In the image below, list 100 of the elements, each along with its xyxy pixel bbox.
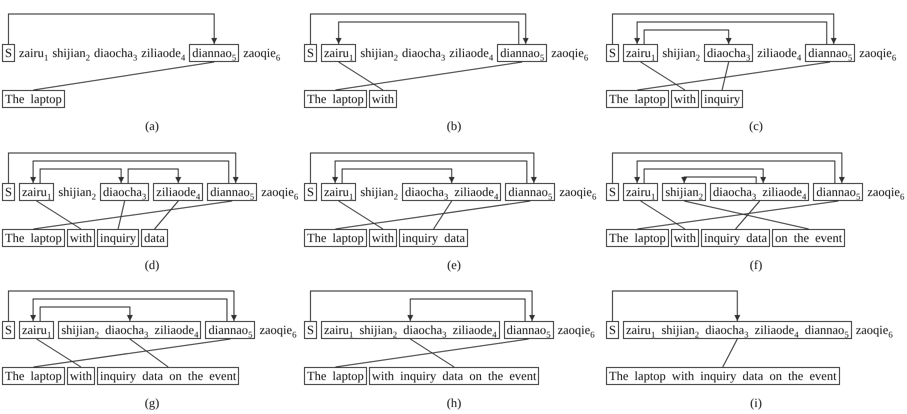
arrow: [336, 22, 520, 44]
word-box: diannao$_{5}$: [207, 183, 258, 201]
panel-caption: (h): [446, 396, 462, 410]
phrase-box: The laptop: [2, 229, 65, 247]
word-box: shijian$_{2}$: [662, 183, 706, 201]
arrow: [634, 160, 836, 184]
panel-caption: (g): [144, 396, 160, 410]
phrase-box: with: [368, 90, 398, 108]
phrase-box: The laptop: [304, 367, 367, 385]
word-label: zaoqie$_{6}$: [259, 322, 296, 338]
word-box: S: [304, 183, 317, 201]
word-box: S: [2, 183, 15, 201]
word-box: diaocha$_{3}$ ziliaode$_{4}$: [710, 183, 810, 201]
word-box: shijian$_{2}$ diaocha$_{3}$ ziliaode$_{4}$: [58, 321, 202, 339]
word-box: zairu$_{1}$: [320, 183, 356, 201]
word-box: zairu$_{1}$: [622, 44, 658, 62]
arrow: [310, 290, 536, 322]
arrow: [612, 152, 845, 184]
word-label: zaoqie$_{6}$: [551, 45, 588, 61]
word-box: S: [304, 44, 317, 62]
phrase-box: with: [670, 229, 700, 247]
phrase-box: with: [670, 90, 700, 108]
panel-caption: (b): [446, 119, 462, 133]
word-box: zairu$_{1}$: [320, 44, 356, 62]
phrase-box: The laptop: [606, 90, 669, 108]
alignment-line: [129, 338, 169, 368]
phrase-box: inquiry data: [399, 229, 468, 247]
word-label: shijian$_{2}$: [58, 184, 96, 200]
arrow: [40, 306, 133, 322]
word-box: diannao$_{5}$: [505, 183, 556, 201]
arrow: [407, 298, 526, 322]
alignment-line: [338, 62, 384, 90]
word-label: shijian$_{2}$: [662, 45, 700, 61]
phrase-box: The laptop: [2, 90, 65, 108]
panel-caption: (e): [447, 258, 461, 272]
word-box: diannao$_{5}$: [497, 44, 548, 62]
word-box: diannao$_{5}$: [189, 44, 240, 62]
word-label: shijian$_{2}$: [360, 184, 398, 200]
arrow: [128, 168, 182, 184]
alignment-line: [684, 200, 810, 230]
alignment-line: [154, 200, 179, 230]
arrow: [644, 30, 732, 44]
word-label: diaocha$_{3}$: [94, 45, 138, 61]
word-label: zaoqie$_{6}$: [856, 322, 893, 338]
phrase-box: The laptop: [304, 229, 367, 247]
phrase-box: with: [66, 367, 96, 385]
phrase-box: on the event: [772, 229, 846, 247]
panel-caption: (d): [144, 258, 160, 272]
arrow: [30, 298, 228, 322]
arrow: [310, 14, 529, 44]
word-label: zairu$_{1}$: [18, 45, 48, 61]
alignment-line: [334, 200, 531, 230]
word-box: diannao$_{5}$: [805, 44, 856, 62]
arrow: [8, 152, 239, 184]
alignment-line: [722, 62, 730, 90]
word-box: diannao$_{5}$: [504, 321, 554, 339]
arrow: [342, 168, 455, 184]
alignment-line: [735, 200, 760, 230]
alignment-line: [338, 200, 384, 230]
word-label: zaoqie$_{6}$: [261, 184, 298, 200]
word-box: zairu$_{1}$ shijian$_{2}$ diaocha$_{3}$ ziliaode$_{4}$ diannao$_{5}$: [622, 321, 852, 339]
word-label: zaoqie$_{6}$: [867, 184, 904, 200]
arrow: [612, 290, 740, 322]
word-box: zairu$_{1}$: [18, 321, 54, 339]
alignment-line: [32, 338, 231, 368]
word-label: diaocha$_{3}$: [402, 45, 446, 61]
word-label: ziliaode$_{4}$: [449, 45, 494, 61]
phrase-box: with inquiry data on the event: [368, 367, 540, 385]
phrase-box: The laptop: [304, 90, 367, 108]
phrase-box: inquiry: [701, 90, 744, 108]
phrase-box: The laptop: [2, 367, 65, 385]
alignment-line: [410, 338, 455, 368]
word-label: zaoqie$_{6}$: [558, 322, 595, 338]
alignment-line: [433, 200, 452, 230]
arrow: [612, 14, 837, 44]
phrase-box: with: [368, 229, 398, 247]
word-box: S: [2, 44, 15, 62]
arrow: [634, 22, 828, 44]
word-box: zairu$_{1}$: [18, 183, 54, 201]
alignment-line: [32, 62, 215, 90]
alignment-line: [640, 200, 686, 230]
word-box: S: [2, 321, 15, 339]
panel-caption: (i): [750, 396, 762, 410]
phrase-box: The laptop with inquiry data on the event: [606, 367, 840, 385]
alignment-line: [334, 62, 523, 90]
phrase-box: inquiry data on the event: [97, 367, 240, 385]
panel-caption: (c): [749, 119, 763, 133]
word-label: shijian$_{2}$: [360, 45, 398, 61]
panel-caption: (f): [750, 258, 762, 272]
alignment-line: [32, 200, 233, 230]
word-label: zaoqie$_{6}$: [859, 45, 896, 61]
word-box: ziliaode$_{4}$: [153, 183, 204, 201]
word-box: diaocha$_{3}$ ziliaode$_{4}$: [402, 183, 502, 201]
alignment-line: [36, 338, 82, 368]
arrow: [332, 160, 528, 184]
word-label: zaoqie$_{6}$: [559, 184, 596, 200]
word-label: ziliaode$_{4}$: [141, 45, 186, 61]
word-label: shijian$_{2}$: [52, 45, 90, 61]
word-box: zairu$_{1}$: [622, 183, 658, 201]
word-box: diaocha$_{3}$: [704, 44, 754, 62]
